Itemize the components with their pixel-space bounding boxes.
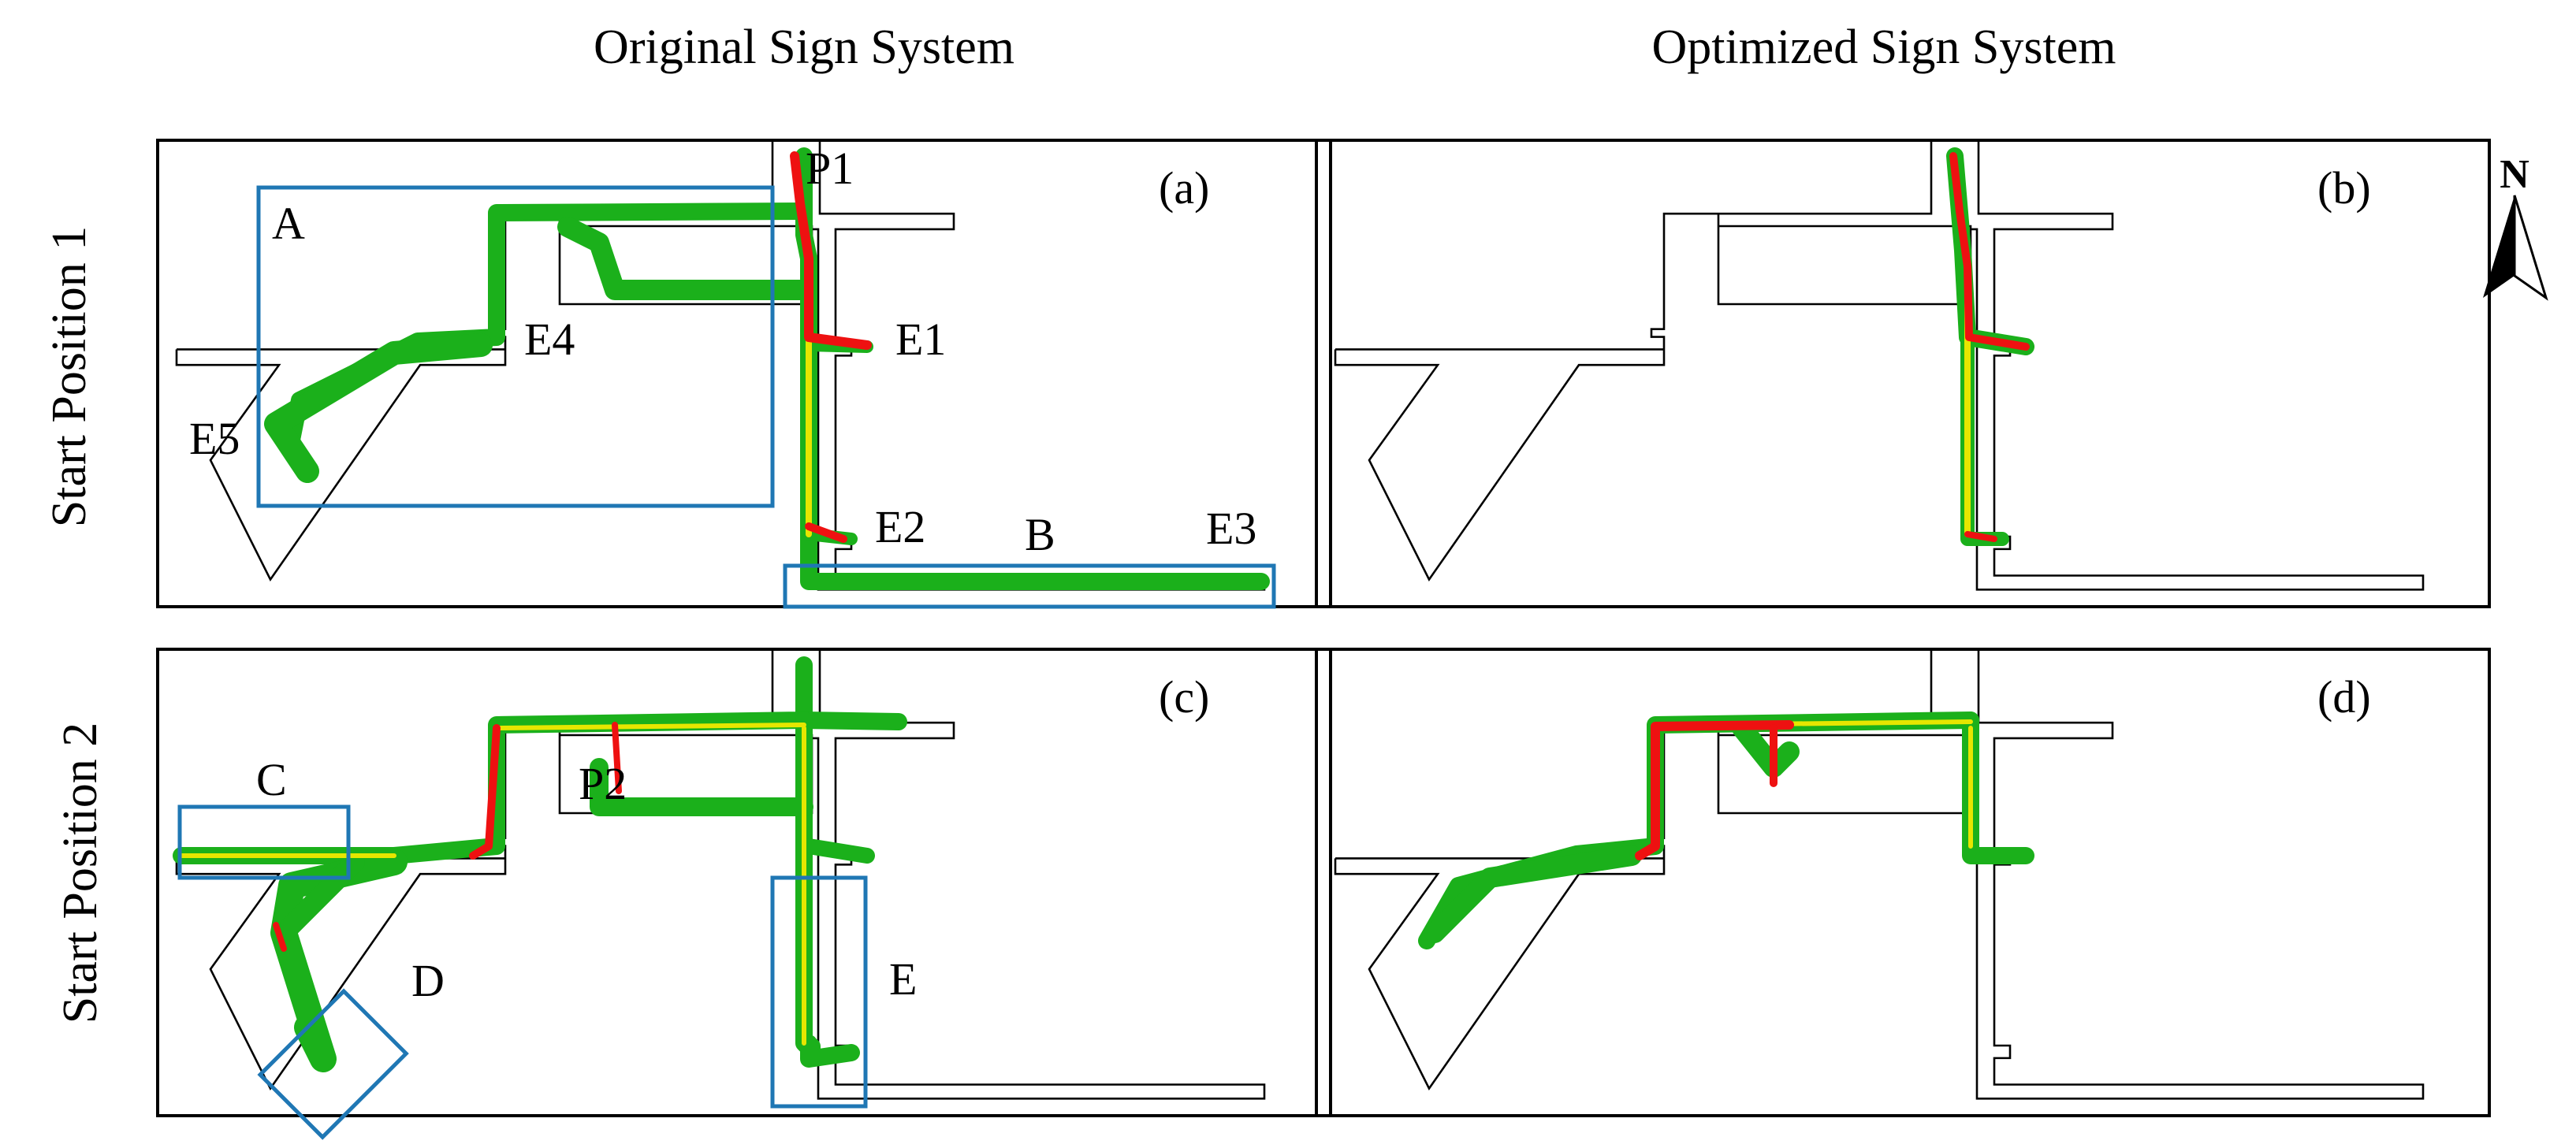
panel-tag-b: (b)	[2317, 162, 2371, 214]
label-D: D	[411, 955, 445, 1006]
label-A: A	[272, 198, 305, 249]
column-header-original: Original Sign System	[594, 20, 1014, 74]
label-E2: E2	[875, 501, 925, 552]
label-P2: P2	[579, 758, 627, 809]
row-header-start-1: Start Position 1	[43, 226, 96, 527]
zone-box-d	[257, 988, 409, 1140]
panel-b: (b)	[1315, 139, 2491, 608]
row-header-start-2: Start Position 2	[54, 723, 107, 1024]
zone-box-c	[177, 804, 351, 880]
north-arrow-icon: N	[2483, 152, 2548, 301]
zone-box-e	[770, 875, 868, 1109]
panel-a: (a) A B P1 E1 E2 E3 E4 E5	[156, 139, 1332, 609]
label-E5: E5	[189, 413, 240, 464]
panel-tag-c: (c)	[1159, 671, 1209, 723]
north-label: N	[2500, 152, 2529, 197]
label-C: C	[256, 754, 287, 805]
panel-tag-d: (d)	[2317, 671, 2371, 723]
panel-d: (d)	[1315, 648, 2491, 1117]
zone-box-b	[783, 563, 1276, 609]
heatmap-trails-b	[1946, 147, 2034, 546]
heatmap-trails-d	[1418, 711, 2034, 949]
label-E: E	[889, 953, 917, 1005]
label-E3: E3	[1206, 503, 1256, 554]
heatmap-trails-c	[173, 656, 907, 1072]
label-E1: E1	[895, 314, 946, 365]
label-E4: E4	[524, 314, 575, 365]
label-B: B	[1025, 509, 1055, 560]
panel-c: (c) C D E P2	[156, 648, 1332, 1140]
column-header-optimized: Optimized Sign System	[1652, 20, 2116, 74]
zone-box-a	[256, 185, 775, 508]
heatmap-trails-a	[264, 147, 1270, 590]
label-P1: P1	[806, 143, 854, 194]
panel-tag-a: (a)	[1159, 162, 1209, 214]
